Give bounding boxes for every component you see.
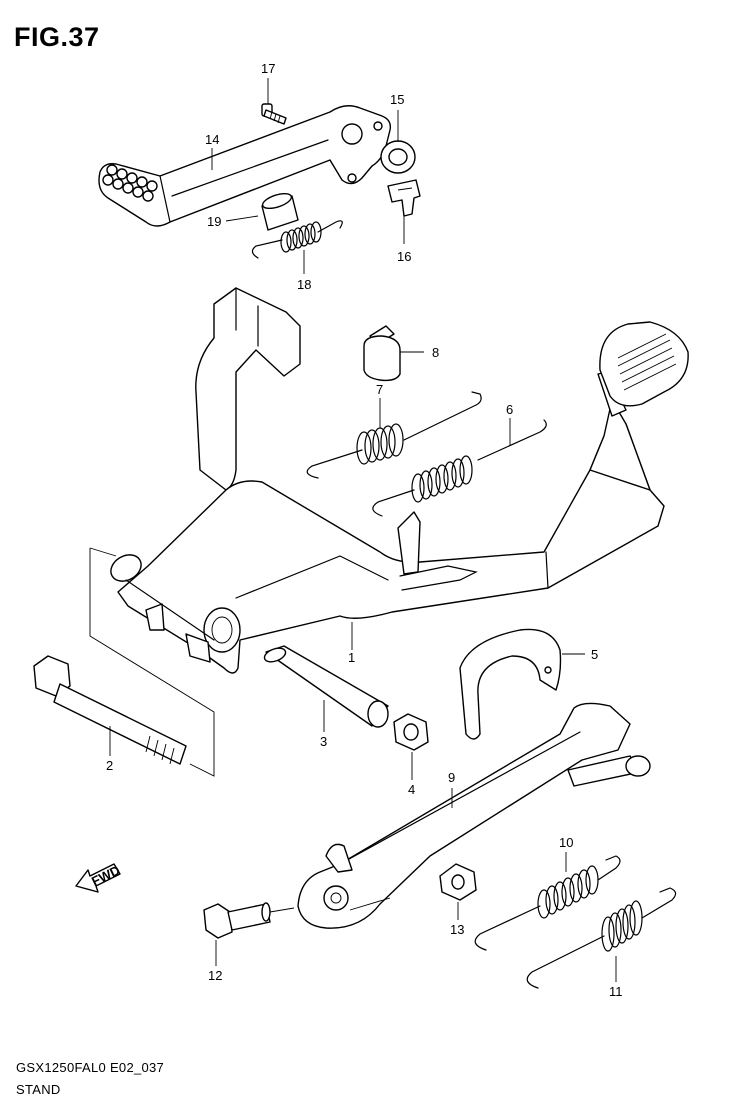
part-17-bolt xyxy=(261,103,287,125)
part-11-spring xyxy=(526,887,677,989)
part-2-pivot-bolt xyxy=(33,655,187,765)
figure-title: FIG.37 xyxy=(14,22,100,52)
part-1-center-stand xyxy=(110,287,689,674)
part-7-spring xyxy=(306,391,482,479)
diagram-name: STAND xyxy=(16,1082,61,1097)
callout-11: 11 xyxy=(609,984,623,999)
callout-18: 18 xyxy=(297,277,311,292)
part-19-bushing xyxy=(261,192,299,231)
part-14-brake-lever xyxy=(98,105,392,227)
part-12-pivot-bolt xyxy=(203,902,271,939)
callout-7: 7 xyxy=(376,382,383,397)
callout-8: 8 xyxy=(432,345,439,360)
callout-1: 1 xyxy=(348,650,355,665)
pedal-tread xyxy=(102,164,158,202)
part-18-spring xyxy=(251,220,343,259)
callout-14: 14 xyxy=(205,132,219,147)
part-6-spring xyxy=(372,419,547,517)
part-3-shaft xyxy=(263,645,389,728)
part-4-nut xyxy=(393,713,429,751)
callout-4: 4 xyxy=(408,782,415,797)
part-15-washer xyxy=(380,140,416,174)
callout-15: 15 xyxy=(390,92,404,107)
callout-13: 13 xyxy=(450,922,464,937)
leader-lines xyxy=(109,78,617,982)
diagram-code: GSX1250FAL0 E02_037 xyxy=(16,1060,165,1075)
part-8-stopper xyxy=(363,325,401,382)
callout-10: 10 xyxy=(559,835,573,850)
part-16-clip xyxy=(387,179,421,217)
callout-12: 12 xyxy=(208,968,222,983)
callout-19: 19 xyxy=(207,214,221,229)
fwd-label: FWD xyxy=(89,862,122,888)
callout-9: 9 xyxy=(448,770,455,785)
callout-17: 17 xyxy=(261,61,275,76)
pedal-ribs xyxy=(617,333,677,391)
callout-2: 2 xyxy=(106,758,113,773)
part-9-side-stand xyxy=(297,702,651,929)
fwd-arrow-icon: FWD xyxy=(75,862,122,893)
callout-3: 3 xyxy=(320,734,327,749)
part-5-bracket xyxy=(459,628,562,740)
callout-16: 16 xyxy=(397,249,411,264)
part-13-nut xyxy=(439,863,477,901)
callout-6: 6 xyxy=(506,402,513,417)
part-10-spring xyxy=(474,855,621,951)
callout-5: 5 xyxy=(591,647,598,662)
alignment-guides xyxy=(89,547,215,777)
callout-labels: 17 14 15 16 19 18 8 7 6 5 1 2 3 4 9 10 1… xyxy=(106,61,623,999)
